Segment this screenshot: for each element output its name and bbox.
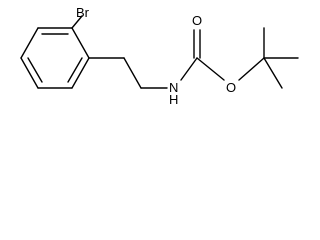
ester-oxygen-tertbutyl-bond xyxy=(238,57,265,81)
ch2-ch2-bond xyxy=(123,57,142,89)
tertbutyl-methyl-down-bond xyxy=(263,57,283,89)
carbonyl-ester-oxygen-bond xyxy=(196,57,225,81)
tert-butyl-group xyxy=(263,27,299,89)
ring-bond-left-lower xyxy=(20,57,39,89)
amide-hydrogen-label: H xyxy=(169,92,178,107)
amide-nitrogen-label: N xyxy=(169,80,178,95)
carbamate-group: N H O O xyxy=(169,13,265,107)
ring-bond-left-upper xyxy=(20,27,39,59)
benzene-ring xyxy=(20,27,90,89)
chemical-structure-diagram: Br N H O O xyxy=(20,5,299,107)
nitrogen-carbonyl-bond xyxy=(180,57,198,81)
carbonyl-oxygen-label: O xyxy=(192,13,202,28)
ring-bond-right-lower xyxy=(71,57,90,89)
ring-inner-double-bond-left xyxy=(27,57,43,83)
ring-bond-right-upper xyxy=(71,27,90,59)
bromine-bond xyxy=(71,15,83,29)
bromine-label: Br xyxy=(76,5,90,20)
ring-inner-double-bond-right xyxy=(67,57,83,83)
ethyl-linker xyxy=(88,57,168,89)
ester-oxygen-label: O xyxy=(226,80,236,95)
bromine-substituent: Br xyxy=(71,5,90,29)
